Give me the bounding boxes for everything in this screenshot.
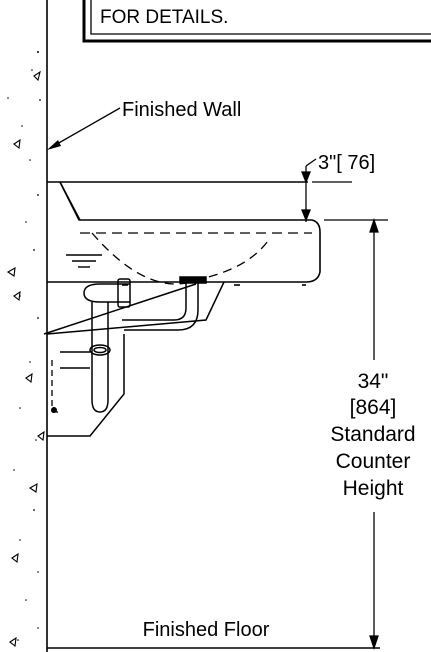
counter-height-text: 34" [864] Standard Counter Height: [330, 370, 415, 500]
note-box-text: FOR DETAILS.: [100, 7, 228, 28]
lavatory-outline: [47, 181, 321, 283]
drain-symbol: [66, 254, 102, 268]
height-inches: 34": [358, 370, 389, 393]
wall-hatching: [7, 51, 41, 641]
finished-wall-callout: Finished Wall: [47, 99, 241, 150]
finished-floor-label: Finished Floor: [143, 619, 270, 641]
wall-mount-slope: [59, 181, 81, 221]
height-line-standard: Standard: [330, 423, 415, 446]
note-box: FOR DETAILS.: [82, 0, 431, 43]
hidden-supply: [51, 360, 60, 413]
wall-hatching-triangles: [6, 70, 45, 648]
p-trap: [60, 276, 207, 413]
shroud: [43, 281, 225, 437]
rim-dimension-label: 3"[ 76]: [318, 152, 375, 174]
lavatory: [47, 181, 321, 286]
height-line-height: Height: [343, 477, 404, 500]
height-line-counter: Counter: [336, 450, 411, 473]
finished-wall: [6, 0, 48, 652]
supply-valve: [51, 407, 57, 413]
finished-wall-label: Finished Wall: [122, 99, 241, 121]
counter-height-dimension: [324, 217, 388, 651]
height-mm: [864]: [350, 396, 397, 419]
rim-height-dimension: 3"[ 76]: [301, 152, 375, 222]
